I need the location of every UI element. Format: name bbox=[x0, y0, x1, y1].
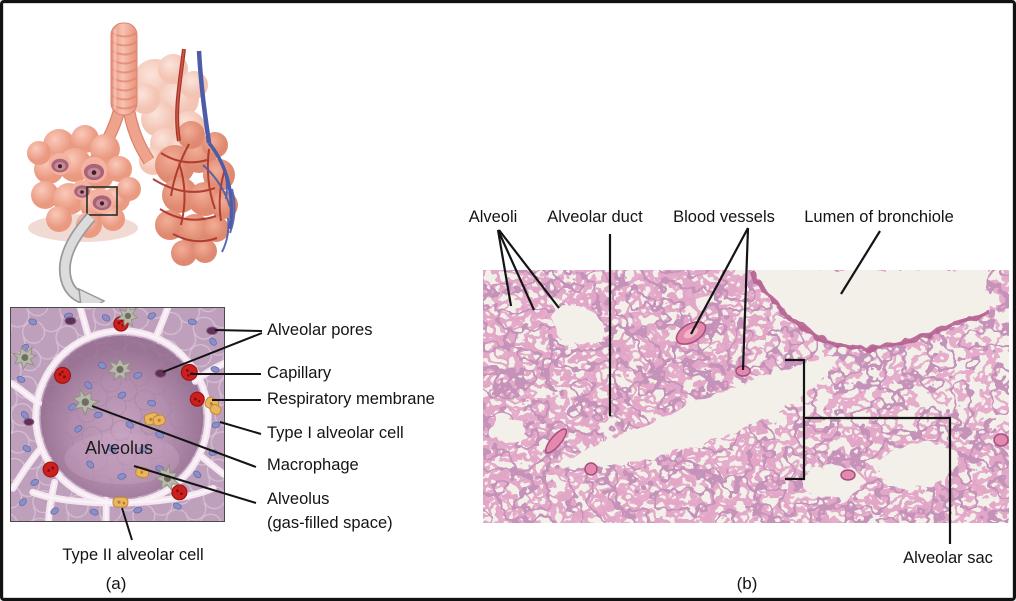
lung-micrograph bbox=[483, 270, 1009, 523]
capillary-network bbox=[152, 48, 238, 266]
label-capillary: Capillary bbox=[267, 364, 332, 382]
panel-b-caption: (b) bbox=[736, 574, 758, 593]
bronchiole-wall bbox=[748, 270, 989, 351]
highlight-rectangle bbox=[86, 186, 118, 216]
label-respiratory-membrane: Respiratory membrane bbox=[267, 390, 435, 408]
alveolus-inset-illustration bbox=[10, 307, 225, 522]
zoom-arrow-icon bbox=[58, 212, 106, 303]
label-type-i-alveolar-cell: Type I alveolar cell bbox=[267, 424, 404, 442]
panel-a-caption: (a) bbox=[105, 574, 127, 593]
label-alveolar-duct: Alveolar duct bbox=[547, 208, 643, 226]
label-type-ii-alveolar-cell: Type II alveolar cell bbox=[62, 546, 204, 564]
bronchiole-illustration bbox=[27, 22, 238, 303]
label-blood-vessels: Blood vessels bbox=[673, 208, 775, 226]
label-alveolar-pores: Alveolar pores bbox=[267, 321, 373, 339]
label-alveoli: Alveoli bbox=[468, 208, 518, 226]
label-macrophage: Macrophage bbox=[267, 456, 359, 474]
label-alveolar-sac: Alveolar sac bbox=[903, 549, 993, 567]
inset-alveolus-label: Alveolus bbox=[85, 438, 154, 458]
label-alveolus-gas-sub: (gas-filled space) bbox=[267, 514, 393, 532]
label-alveolus-gas: Alveolus bbox=[267, 490, 330, 508]
alveolar-sac-cluster bbox=[27, 125, 141, 242]
label-lumen-of-bronchiole: Lumen of bronchiole bbox=[804, 208, 954, 226]
